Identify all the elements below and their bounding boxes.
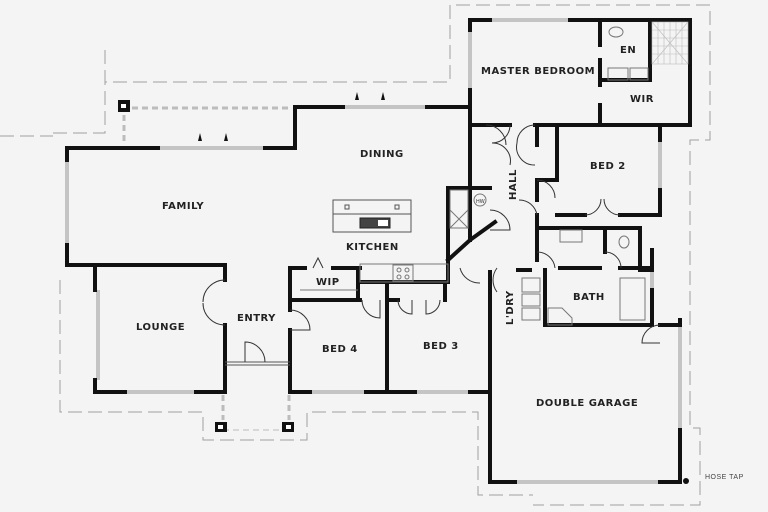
- room-label-hall: HALL: [508, 169, 519, 200]
- shower: [651, 21, 689, 65]
- room-label-kitchen: KITCHEN: [346, 242, 399, 253]
- walls: [65, 18, 692, 484]
- room-label-bed-4: BED 4: [322, 344, 358, 355]
- room-label-wir: WIR: [630, 94, 654, 105]
- room-label-master-bedroom: MASTER BEDROOM: [481, 66, 596, 77]
- room-label-dining: DINING: [360, 149, 404, 160]
- room-label-bed-3: BED 3: [423, 341, 459, 352]
- kitchen-sink: [359, 217, 391, 229]
- room-label-bath: BATH: [573, 292, 605, 303]
- room-label-ensuite: EN: [620, 45, 637, 56]
- hose-tap-label: HOSE TAP: [705, 474, 744, 481]
- window-arrows: [198, 92, 385, 141]
- pergola-line: [122, 106, 291, 420]
- room-label-entry: ENTRY: [237, 313, 276, 324]
- door-swings: [202, 124, 661, 363]
- kitchen-island: [332, 199, 412, 233]
- svg-text:HW: HW: [476, 199, 485, 205]
- hose-tap-marker: [683, 478, 689, 484]
- room-label-double-garage: DOUBLE GARAGE: [536, 398, 639, 409]
- room-label-bed-2: BED 2: [590, 161, 626, 172]
- room-label-wip: WIP: [316, 277, 340, 288]
- eave-boundary: [0, 4, 711, 506]
- room-label-lounge: LOUNGE: [136, 322, 186, 333]
- room-label-laundry: L'DRY: [505, 290, 516, 325]
- room-label-family: FAMILY: [162, 201, 205, 212]
